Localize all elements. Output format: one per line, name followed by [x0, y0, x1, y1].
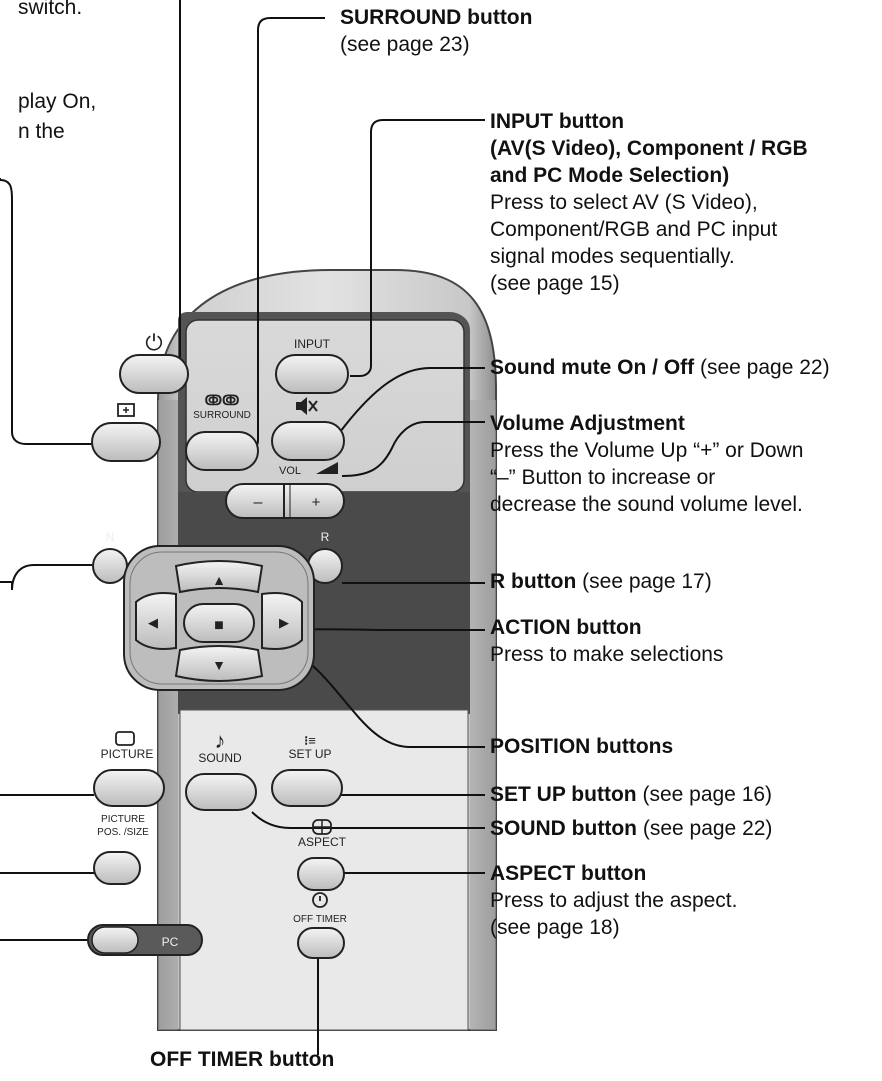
aspect-icon [312, 819, 332, 835]
volume-label: Volume Adjustment Press the Volume Up “+… [490, 410, 803, 518]
input-label-desc-1: Press to select AV (S Video), [490, 191, 758, 214]
surround-label-desc: (see page 23) [340, 33, 470, 56]
left-fragment-3: n the [18, 120, 65, 143]
left-fragment-1: switch. [18, 0, 83, 19]
picture-in-picture-button[interactable] [91, 422, 161, 462]
position-right-button[interactable] [261, 592, 303, 650]
mute-button[interactable] [271, 421, 345, 461]
sound-label: SOUND button (see page 22) [490, 815, 772, 842]
r-label-title: R button [490, 570, 577, 593]
sound-button[interactable] [185, 773, 257, 811]
picture-pos-label-line2: POS. /SIZE [97, 827, 149, 838]
left-arrow-icon: ◀ [148, 615, 158, 630]
aspect-label: ASPECT button Press to adjust the aspect… [490, 860, 737, 941]
off-timer-label: OFF TIMER button [150, 1048, 335, 1071]
picture-icon [115, 731, 135, 746]
mute-label: Sound mute On / Off (see page 22) [490, 354, 830, 381]
input-label-desc-3: signal modes sequentially. [490, 245, 735, 268]
volume-label-desc-2: “–” Button to increase or [490, 466, 716, 489]
pc-button[interactable] [87, 924, 203, 956]
picture-in-picture-icon [117, 403, 135, 417]
input-label-title-3: and PC Mode Selection) [490, 164, 730, 187]
position-down-button[interactable] [174, 645, 264, 682]
vol-label: VOL [279, 465, 301, 477]
r-label-ref: (see page 17) [582, 570, 712, 593]
setup-label-title: SET UP button [490, 783, 637, 806]
n-button[interactable] [92, 548, 128, 584]
action-label: ACTION button Press to make selections [490, 614, 723, 668]
setup-label: SET UP button (see page 16) [490, 781, 772, 808]
mute-icon [296, 397, 318, 415]
picture-button[interactable] [93, 769, 165, 807]
sound-label-title: SOUND button [490, 817, 637, 840]
input-button[interactable] [275, 354, 349, 394]
setup-button[interactable] [271, 769, 343, 807]
input-label-desc-4: (see page 15) [490, 272, 620, 295]
input-label-desc-2: Component/RGB and PC input [490, 218, 778, 241]
position-label: POSITION buttons [490, 733, 673, 760]
surround-button[interactable] [185, 431, 259, 471]
input-label: INPUT button (AV(S Video), Component / R… [490, 108, 808, 297]
volume-plus-label: + [312, 494, 321, 511]
off-timer-button[interactable] [297, 927, 345, 959]
aspect-label-desc-1: Press to adjust the aspect. [490, 889, 738, 912]
action-label-desc: Press to make selections [490, 643, 724, 666]
power-button[interactable] [119, 354, 189, 394]
volume-label-desc-1: Press the Volume Up “+” or Down [490, 439, 804, 462]
action-label-title: ACTION button [490, 616, 642, 639]
surround-label: SURROUND button (see page 23) [340, 4, 532, 58]
surround-button-label: SURROUND [193, 410, 251, 421]
r-label: R button (see page 17) [490, 568, 712, 595]
volume-minus-label: – [254, 494, 263, 511]
surround-label-title: SURROUND button [340, 6, 533, 29]
sound-button-label: SOUND [198, 751, 242, 765]
action-square-icon: ■ [214, 617, 224, 634]
mute-label-title: Sound mute On / Off [490, 356, 695, 379]
aspect-label-title: ASPECT button [490, 862, 647, 885]
picture-button-label: PICTURE [101, 747, 154, 761]
picture-pos-label-line1: PICTURE [101, 814, 145, 825]
setup-icon: ⁝≡ [304, 733, 316, 748]
setup-button-label: SET UP [288, 747, 331, 761]
surround-icon: ↂↂ [205, 392, 240, 408]
volume-label-title: Volume Adjustment [490, 412, 685, 435]
volume-label-desc-3: decrease the sound volume level. [490, 493, 803, 516]
volume-wedge-icon [316, 462, 338, 474]
off-timer-icon [312, 892, 328, 908]
input-label-title-2: (AV(S Video), Component / RGB [490, 137, 808, 160]
power-icon: ⏻ [145, 330, 162, 355]
left-fragment-2: play On, [18, 90, 97, 113]
r-button-label: R [321, 530, 330, 544]
up-arrow-icon: ▲ [212, 572, 226, 588]
setup-label-ref: (see page 16) [642, 783, 773, 806]
volume-rocker [225, 483, 345, 519]
position-label-title: POSITION buttons [490, 735, 674, 758]
aspect-label-desc-2: (see page 18) [490, 916, 620, 939]
aspect-button-label: ASPECT [298, 835, 347, 849]
action-button[interactable] [183, 603, 255, 643]
position-up-button[interactable] [174, 560, 264, 594]
pc-button-label: PC [162, 935, 179, 949]
sound-label-ref: (see page 22) [642, 817, 773, 840]
aspect-button[interactable] [297, 857, 345, 891]
mute-label-ref: (see page 22) [700, 356, 830, 379]
right-arrow-icon: ▶ [279, 615, 289, 630]
picture-pos-size-button[interactable] [93, 851, 141, 885]
down-arrow-icon: ▼ [212, 657, 226, 673]
input-button-label: INPUT [294, 337, 331, 351]
n-button-label: N [106, 530, 115, 544]
sound-note-icon: ♪ [215, 728, 226, 753]
off-timer-button-label: OFF TIMER [293, 914, 347, 925]
position-left-button[interactable] [135, 592, 177, 650]
input-label-title: INPUT button [490, 110, 625, 133]
